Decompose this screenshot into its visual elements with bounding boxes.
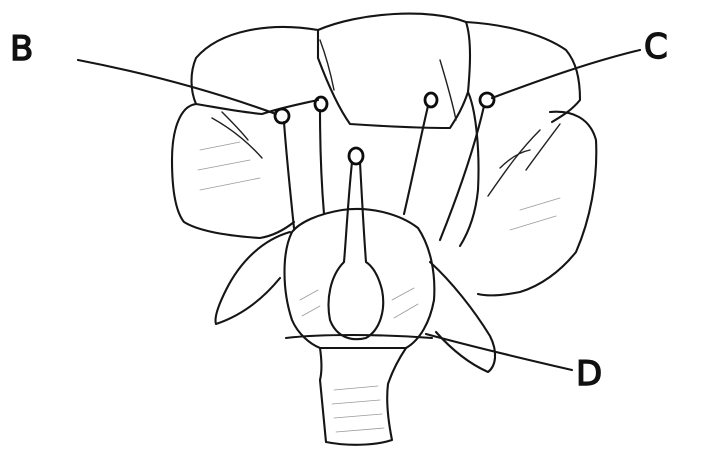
crease-right-2	[526, 124, 560, 170]
petal-right	[478, 112, 596, 296]
petal-right-inner	[460, 92, 479, 246]
label-d: D	[576, 354, 602, 394]
label-d-group: D	[426, 334, 602, 394]
anther-1	[275, 109, 289, 123]
anther-3	[425, 93, 437, 107]
filament-1	[284, 122, 294, 228]
label-b-group: B	[10, 29, 276, 114]
filament-3	[404, 106, 428, 214]
filament-4	[440, 106, 484, 240]
stamens	[275, 93, 494, 240]
pistil	[329, 148, 384, 339]
leader-line-d	[426, 334, 572, 370]
crease-right-1	[488, 130, 540, 196]
petal-upper-left	[192, 27, 319, 114]
stigma	[349, 148, 363, 164]
label-c: C	[644, 27, 668, 67]
receptacle	[285, 209, 435, 445]
ovary-body	[285, 209, 435, 348]
leader-line-b	[78, 60, 276, 114]
stalk	[320, 348, 406, 445]
label-b: B	[10, 29, 33, 69]
anther-2	[315, 97, 327, 111]
crease-left-1	[212, 118, 262, 158]
sepal-right	[430, 262, 495, 372]
petals	[172, 14, 596, 296]
leader-line-c	[492, 50, 640, 98]
crease-center-2	[440, 60, 456, 120]
sepals	[215, 232, 495, 372]
receptacle-rim	[286, 335, 432, 338]
filament-2	[320, 110, 324, 214]
anther-4	[480, 93, 494, 107]
sepal-left	[215, 232, 290, 324]
pistil-style	[329, 162, 384, 339]
petal-center	[318, 14, 470, 128]
